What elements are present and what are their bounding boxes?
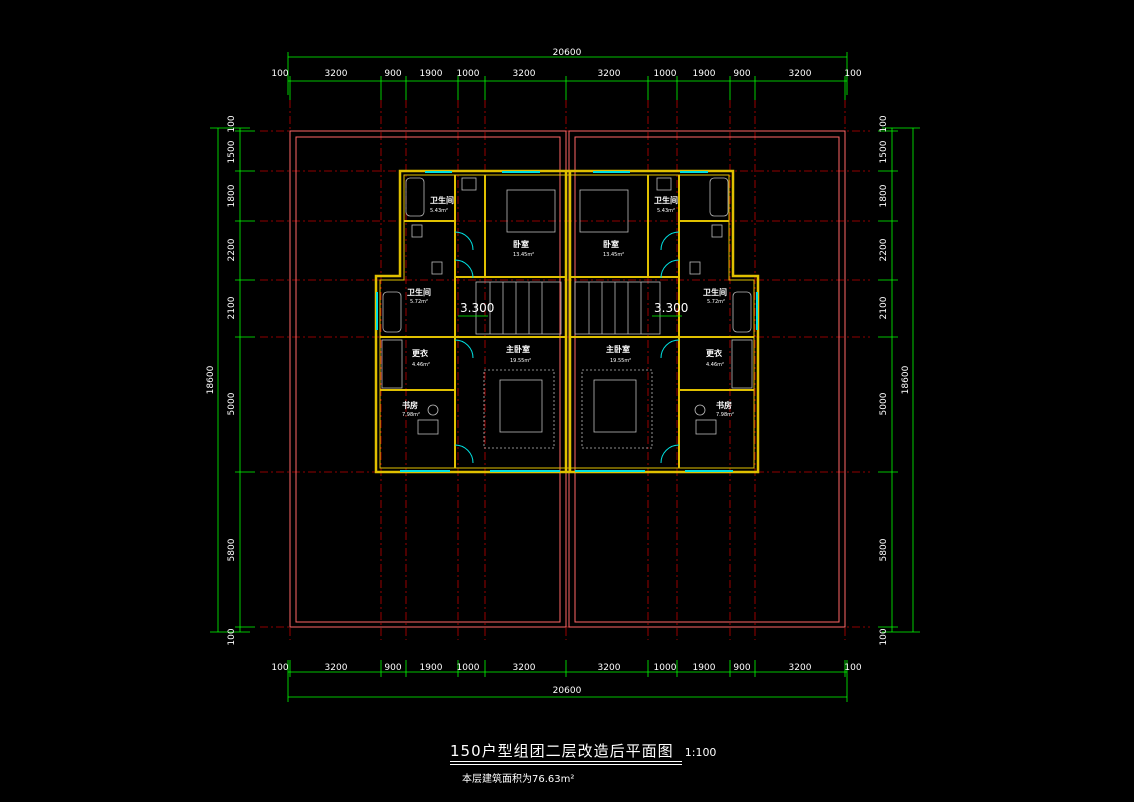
bottom-total-dim: 20600 <box>553 686 582 696</box>
right-dim: 100 <box>879 628 889 645</box>
room-master-right: 主卧室 <box>606 344 630 354</box>
room-area: 13.45m² <box>513 252 534 258</box>
bottom-dim: 3200 <box>598 663 621 673</box>
left-dim: 2200 <box>227 238 237 261</box>
bottom-dim: 1000 <box>457 663 480 673</box>
windows <box>376 171 758 472</box>
left-dim: 1500 <box>227 140 237 163</box>
room-bath-top-left: 卫生间 <box>430 195 454 205</box>
room-bath-top-right: 卫生间 <box>654 195 678 205</box>
floor-area-note: 本层建筑面积为76.63m² <box>462 774 575 785</box>
room-bedroom-left: 卧室 <box>513 239 529 249</box>
building-walls <box>374 169 760 474</box>
doors <box>454 231 680 464</box>
room-labels: 卫生间 5.43m² 卫生间 5.43m² 卧室 13.45m² 卧室 13.4… <box>402 195 734 418</box>
title-block: 150户型组团二层改造后平面图 1:100 本层建筑面积为76.63m² <box>450 740 717 785</box>
right-dim: 100 <box>879 115 889 132</box>
bottom-dim: 900 <box>733 663 750 673</box>
left-dim: 5800 <box>227 538 237 561</box>
top-dim: 1000 <box>654 69 677 79</box>
right-total-dim: 18600 <box>901 365 911 394</box>
top-dim: 3200 <box>789 69 812 79</box>
right-dimension-labels: 100 1500 1800 2200 2100 5000 5800 100 18… <box>879 115 911 645</box>
bottom-dim: 3200 <box>513 663 536 673</box>
drawing-scale: 1:100 <box>684 746 717 759</box>
top-total-dim: 20600 <box>553 48 582 58</box>
bottom-dim: 100 <box>271 663 288 673</box>
bottom-dim: 3200 <box>789 663 812 673</box>
room-area: 5.72m² <box>410 299 428 305</box>
room-area: 5.43m² <box>430 208 448 214</box>
top-dim: 100 <box>844 69 861 79</box>
top-dim: 3200 <box>325 69 348 79</box>
top-dim: 1000 <box>457 69 480 79</box>
dimension-lines <box>210 52 920 702</box>
title-underline <box>450 764 682 765</box>
room-area: 7.98m² <box>402 412 420 418</box>
elevation-right: 3.300 <box>654 301 688 315</box>
room-area: 13.45m² <box>603 252 624 258</box>
title-underline <box>450 761 682 762</box>
top-dim: 3200 <box>513 69 536 79</box>
top-dim: 900 <box>733 69 750 79</box>
top-dim: 1900 <box>420 69 443 79</box>
right-dim: 2100 <box>879 296 889 319</box>
room-master-left: 主卧室 <box>506 344 530 354</box>
room-area: 7.98m² <box>716 412 734 418</box>
left-dim: 100 <box>227 628 237 645</box>
elevation-left: 3.300 <box>460 301 494 315</box>
left-total-dim: 18600 <box>206 365 216 394</box>
bottom-dim: 1000 <box>654 663 677 673</box>
room-bath-mid-right: 卫生间 <box>703 287 727 297</box>
room-area: 5.43m² <box>657 208 675 214</box>
site-outline <box>289 130 846 628</box>
room-area: 4.46m² <box>706 362 724 368</box>
bottom-dim: 900 <box>384 663 401 673</box>
bottom-dim: 100 <box>844 663 861 673</box>
room-area: 5.72m² <box>707 299 725 305</box>
right-dim: 5000 <box>879 392 889 415</box>
left-dimension-labels: 100 1500 1800 2200 2100 5000 5800 100 18… <box>206 115 237 645</box>
top-dim: 900 <box>384 69 401 79</box>
room-study-right: 书房 <box>716 400 732 410</box>
right-dim: 1500 <box>879 140 889 163</box>
elevation-markers: 3.300 3.300 <box>458 301 688 317</box>
left-dim: 100 <box>227 115 237 132</box>
left-dim: 2100 <box>227 296 237 319</box>
room-closet-left: 更衣 <box>412 348 428 358</box>
bottom-dim: 3200 <box>325 663 348 673</box>
room-area: 19.55m² <box>610 358 631 364</box>
bottom-dimension-labels: 100 3200 900 1900 1000 3200 3200 1000 19… <box>271 663 861 696</box>
room-area: 4.46m² <box>412 362 430 368</box>
fixtures <box>381 177 753 449</box>
room-area: 19.55m² <box>510 358 531 364</box>
top-dim: 3200 <box>598 69 621 79</box>
bottom-dim: 1900 <box>693 663 716 673</box>
left-dim: 5000 <box>227 392 237 415</box>
drawing-title: 150户型组团二层改造后平面图 <box>450 742 674 760</box>
room-bedroom-right: 卧室 <box>603 239 619 249</box>
top-dim: 100 <box>271 69 288 79</box>
bottom-dim: 1900 <box>420 663 443 673</box>
room-closet-right: 更衣 <box>706 348 722 358</box>
top-dim: 1900 <box>693 69 716 79</box>
right-dim: 5800 <box>879 538 889 561</box>
room-study-left: 书房 <box>402 400 418 410</box>
top-dimension-labels: 20600 100 3200 900 1900 1000 3200 3200 1… <box>271 48 861 79</box>
right-dim: 2200 <box>879 238 889 261</box>
room-bath-mid-left: 卫生间 <box>407 287 431 297</box>
right-dim: 1800 <box>879 184 889 207</box>
left-dim: 1800 <box>227 184 237 207</box>
